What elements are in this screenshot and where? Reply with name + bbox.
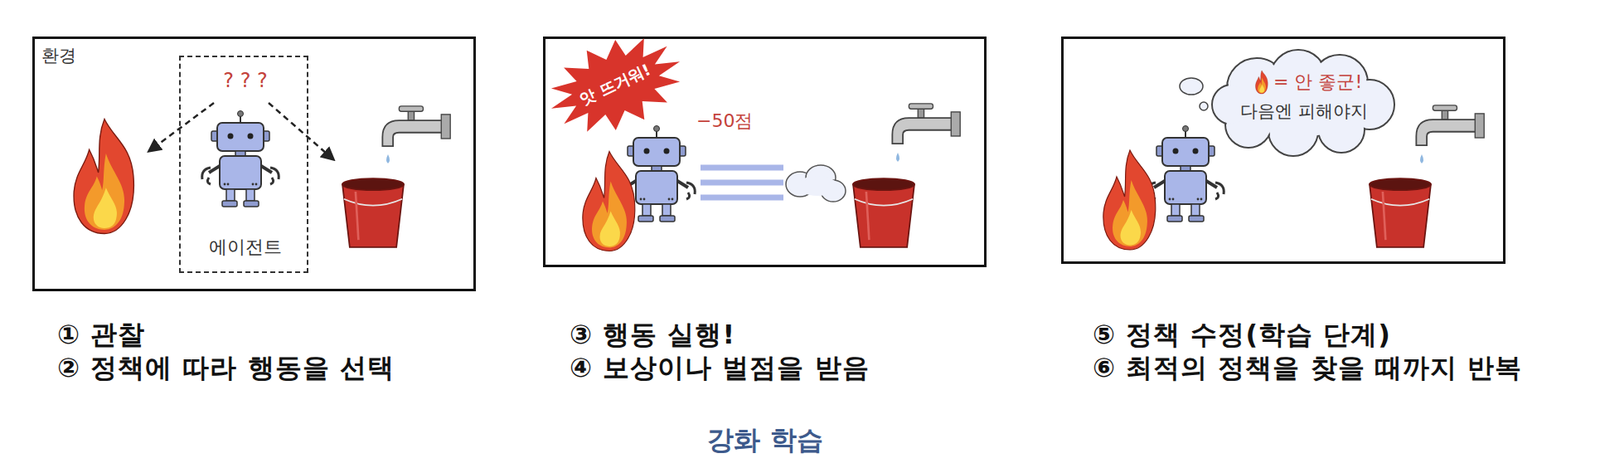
choice-arrow (149, 102, 214, 151)
diagram-title: 강화 학습 (707, 423, 823, 456)
panel-frame: ⑤ 정책 수정(학습 단계)⑥ 최적의 정책을 찾을 때까지 반복= 안 좋군!… (1061, 36, 1506, 264)
question-marks: ? ? ? (223, 68, 267, 93)
step-caption: ⑤ 정책 수정(학습 단계) (1092, 318, 1392, 350)
thought-cloud: = 안 좋군! 다음엔 피해야지 (1207, 48, 1402, 156)
thought-puff (1199, 101, 1208, 111)
speed-line (700, 164, 784, 171)
bucket-icon (853, 178, 915, 248)
faucet-icon (382, 106, 451, 146)
step-caption: ③ 행동 실행! (569, 318, 736, 350)
bucket-icon (342, 178, 404, 248)
thought-text: 다음엔 피해야지 (1240, 101, 1368, 122)
bucket-icon (1369, 178, 1431, 248)
agent-box: ? ? ? 에이전트 (179, 55, 309, 273)
fire-icon (1255, 70, 1268, 94)
fire-icon (73, 119, 134, 234)
thought-text: = 안 좋군! (1273, 71, 1363, 93)
fire-icon (1103, 150, 1156, 250)
environment-label: 환경 (41, 45, 77, 67)
robot-agent (202, 111, 280, 208)
faucet-icon (892, 103, 960, 144)
step-caption: ② 정책에 따라 행동을 선택 (57, 351, 395, 384)
speed-line (700, 179, 784, 186)
water-drop (896, 152, 900, 162)
choice-arrow (268, 102, 334, 160)
step-caption: ① 관찰 (57, 318, 146, 350)
step-caption: ④ 보상이나 벌점을 받음 (569, 351, 870, 384)
speed-line (700, 194, 784, 201)
agent-label: 에이전트 (208, 236, 282, 258)
burst-callout: 앗 뜨거워! (547, 41, 684, 129)
step-caption: ⑥ 최적의 정책을 찾을 때까지 반복 (1092, 351, 1523, 384)
fire-icon (582, 151, 636, 252)
panel-frame: 환경① 관찰② 정책에 따라 행동을 선택? ? ?에이전트 (32, 36, 476, 291)
thought-puff (1179, 77, 1203, 95)
panel-frame: −50점③ 행동 실행!④ 보상이나 벌점을 받음앗 뜨거워! (543, 36, 987, 267)
burst-polygon (551, 38, 680, 131)
water-drop (386, 154, 390, 164)
faucet-icon (1415, 105, 1484, 146)
penalty-label: −50점 (696, 110, 753, 132)
water-drop (1420, 154, 1424, 164)
robot-agent (1147, 126, 1225, 223)
dust-puff (785, 164, 846, 202)
